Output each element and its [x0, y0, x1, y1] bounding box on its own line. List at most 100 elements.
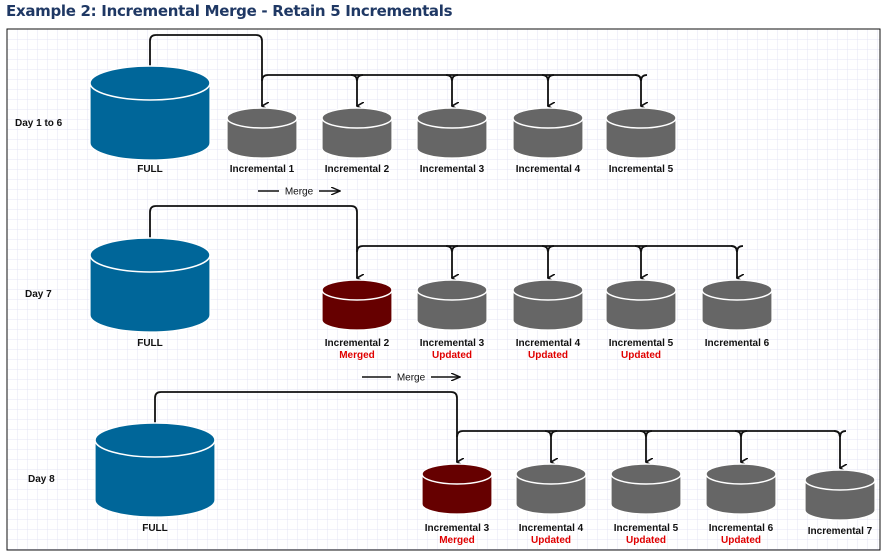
chain-drop-arrow [545, 430, 557, 462]
full-to-first-connector [154, 391, 457, 462]
chain-drop-arrow [640, 430, 652, 462]
chain-drop-arrow [446, 245, 458, 278]
cylinder-body [515, 474, 587, 515]
cylinder-body [512, 118, 584, 159]
incremental-label: Incremental 3 [420, 164, 485, 175]
merge-label: Merge [397, 373, 426, 384]
incremental-label: Incremental 2 [325, 164, 390, 175]
cylinder-body [89, 255, 211, 333]
cylinder-top [94, 422, 216, 458]
day-label: Day 7 [25, 289, 52, 300]
incremental-label: Incremental 6 [709, 523, 774, 534]
chain-drop-arrow [635, 74, 647, 106]
incremental-label: Incremental 4 [516, 338, 581, 349]
chain-drop-arrow [731, 245, 743, 278]
cylinder-body [605, 118, 677, 159]
cylinder-body [701, 290, 773, 331]
incremental-label: Incremental 4 [516, 164, 581, 175]
cylinder-top [321, 279, 393, 301]
incremental-label: Incremental 7 [808, 526, 873, 537]
cylinder-body [416, 118, 488, 159]
full-backup-cylinder [94, 422, 216, 518]
cylinder-body [512, 290, 584, 331]
cylinder-top [512, 107, 584, 129]
cylinder-body [705, 474, 777, 515]
incremental-cylinder [705, 463, 777, 515]
cylinder-body [321, 118, 393, 159]
cylinder-top [226, 107, 298, 129]
full-backup-cylinder [89, 65, 211, 161]
incremental-cylinder [421, 463, 493, 515]
cylinder-top [610, 463, 682, 485]
cylinder-top [512, 279, 584, 301]
incremental-cylinder [226, 107, 298, 159]
incremental-cylinder [515, 463, 587, 515]
incremental-label: Incremental 5 [614, 523, 679, 534]
chain-drop-arrow [834, 430, 846, 468]
cylinder-top [416, 279, 488, 301]
chain-drop-arrow [446, 74, 458, 106]
incremental-cylinder [804, 469, 876, 521]
cylinder-top [416, 107, 488, 129]
full-label: FULL [142, 523, 168, 534]
cylinder-body [416, 290, 488, 331]
status-label: Updated [432, 350, 472, 361]
full-to-first-connector [149, 34, 262, 106]
cylinder-body [89, 83, 211, 161]
incremental-cylinder [321, 107, 393, 159]
cylinder-body [421, 474, 493, 515]
cylinder-top [89, 237, 211, 273]
cylinder-body [94, 440, 216, 518]
day-label: Day 8 [28, 474, 55, 485]
incremental-label: Incremental 3 [425, 523, 490, 534]
full-backup-cylinder [89, 237, 211, 333]
full-label: FULL [137, 338, 163, 349]
cylinder-body [605, 290, 677, 331]
cylinder-body [321, 290, 393, 331]
status-label: Updated [721, 535, 761, 546]
incremental-label: Incremental 2 [325, 338, 390, 349]
cylinder-top [804, 469, 876, 491]
cylinder-top [89, 65, 211, 101]
cylinder-top [701, 279, 773, 301]
incremental-label: Incremental 1 [230, 164, 295, 175]
cylinder-top [705, 463, 777, 485]
chain-drop-arrow [542, 245, 554, 278]
cylinder-top [605, 279, 677, 301]
chain-drop-arrow [735, 430, 747, 462]
merge-label: Merge [285, 187, 314, 198]
cylinder-top [421, 463, 493, 485]
incremental-cylinder [605, 279, 677, 331]
day-label: Day 1 to 6 [15, 118, 63, 129]
incremental-label: Incremental 6 [705, 338, 770, 349]
status-label: Updated [528, 350, 568, 361]
cylinder-body [804, 480, 876, 521]
full-to-first-connector [149, 205, 357, 278]
chain-drop-arrow [351, 74, 363, 106]
cylinder-body [610, 474, 682, 515]
incremental-label: Incremental 5 [609, 164, 674, 175]
status-label: Merged [439, 535, 475, 546]
chain-drop-arrow [635, 245, 647, 278]
chain-drop-arrow [542, 74, 554, 106]
status-label: Updated [621, 350, 661, 361]
incremental-cylinder [610, 463, 682, 515]
status-label: Updated [626, 535, 666, 546]
status-label: Updated [531, 535, 571, 546]
incremental-label: Incremental 4 [519, 523, 584, 534]
cylinder-body [226, 118, 298, 159]
status-label: Merged [339, 350, 375, 361]
incremental-label: Incremental 5 [609, 338, 674, 349]
cylinder-top [605, 107, 677, 129]
incremental-cylinder [701, 279, 773, 331]
cylinder-top [515, 463, 587, 485]
incremental-cylinder [416, 279, 488, 331]
incremental-cylinder [416, 107, 488, 159]
page-title: Example 2: Incremental Merge - Retain 5 … [6, 2, 453, 20]
incremental-label: Incremental 3 [420, 338, 485, 349]
incremental-cylinder [321, 279, 393, 331]
full-label: FULL [137, 164, 163, 175]
cylinder-top [321, 107, 393, 129]
incremental-cylinder [512, 107, 584, 159]
